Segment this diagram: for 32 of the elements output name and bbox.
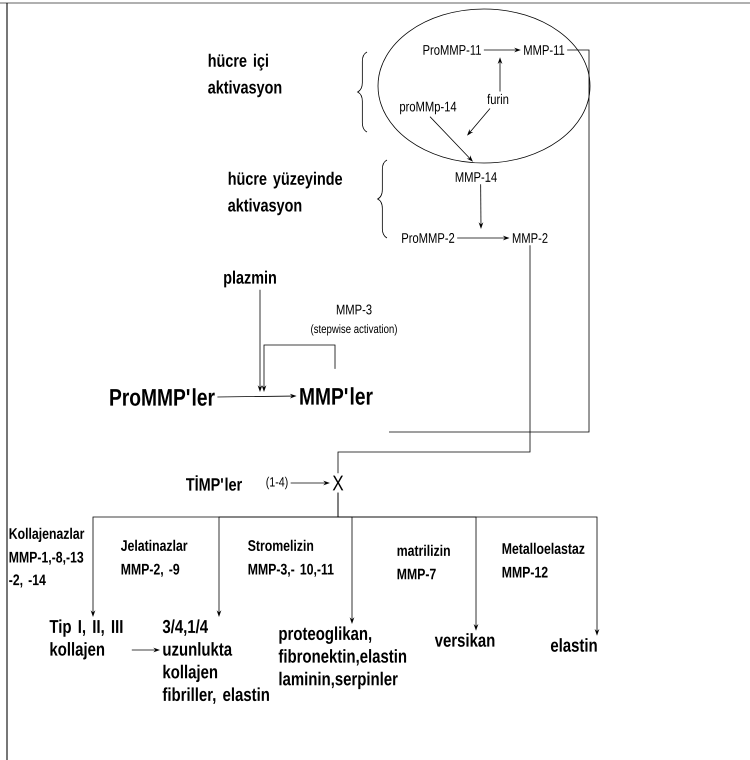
node-label: elastin <box>550 638 597 652</box>
node-label: ProMMP'ler <box>110 388 215 406</box>
node-label: versikan <box>434 633 494 647</box>
text-label: MMP-12 <box>502 566 548 578</box>
text-label: hücre yüzeyinde aktivasyon <box>228 172 342 216</box>
text-label: matrilizin <box>398 544 450 556</box>
text-label: hücre içi aktivasyon <box>208 54 282 98</box>
text-label: MMP-7 <box>398 568 436 580</box>
cell-ellipse <box>378 8 590 164</box>
node-label: ProMMP-2 <box>402 233 454 243</box>
node-label: MMP-2 <box>512 233 548 243</box>
node-label: TİMP'ler <box>186 475 242 491</box>
node-label: (1-4) <box>266 476 288 490</box>
node-label: MMP'ler <box>300 387 373 405</box>
node-label: 3/4,1/4 uzunlukta kollajen fibriller, elastin <box>162 619 269 704</box>
node-label: proMMp-14 <box>400 102 456 114</box>
text-label: MMP-1,-8,-13 -2, -14 <box>9 552 84 588</box>
node-label: plazmin <box>224 270 276 288</box>
node-label: MMP-14 <box>456 172 497 182</box>
text-label: Kollajenazlar <box>10 528 84 542</box>
text-label: MMP-3,- 10,-11 <box>248 564 334 577</box>
node-label: MMP-11 <box>524 45 564 55</box>
text-label: Metalloelastaz <box>502 542 584 554</box>
text-label: Stromelizin <box>248 540 314 551</box>
node-label: proteoglikan, fibronektin,elastin laminin,serpinler <box>278 626 406 690</box>
text-label: MMP-2, -9 <box>122 564 180 577</box>
node-label: MMP-3 (stepwise activation) <box>311 304 397 336</box>
node-label: Tip I, II, III kollajen <box>50 619 122 660</box>
text-label: Jelatinazlar <box>120 540 188 551</box>
node-label: ProMMP-11 <box>423 45 481 55</box>
inhibition-mark: X <box>332 476 344 490</box>
node-label: furin <box>487 94 508 104</box>
